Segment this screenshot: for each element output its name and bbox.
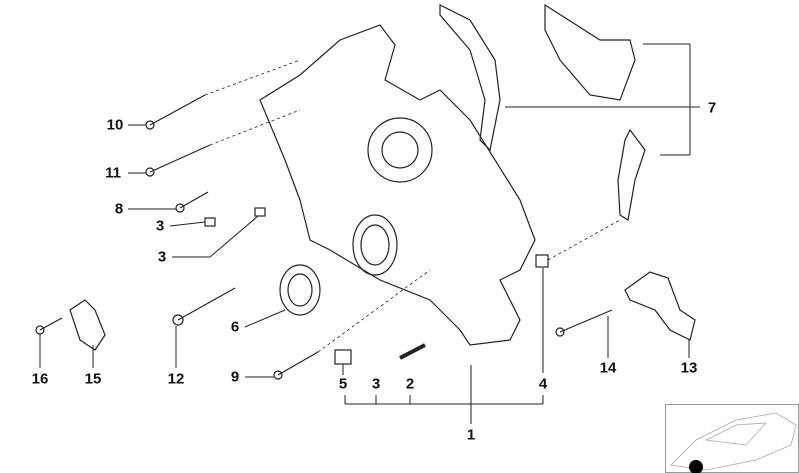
callout-5[interactable]: 5 — [338, 375, 348, 393]
seal-ring — [352, 214, 398, 276]
callout-14[interactable]: 14 — [599, 359, 617, 377]
callout-3[interactable]: 3 — [157, 248, 167, 266]
callout-1[interactable]: 1 — [466, 426, 476, 444]
gasket-side — [617, 128, 646, 221]
callout-2[interactable]: 2 — [405, 375, 415, 393]
sleeves — [204, 207, 549, 365]
timing-cover — [259, 24, 536, 346]
callout-10[interactable]: 10 — [106, 116, 124, 134]
callout-15[interactable]: 15 — [84, 370, 102, 388]
callout-3[interactable]: 3 — [155, 217, 165, 235]
bolts — [35, 94, 613, 380]
gasket-upper — [439, 4, 501, 152]
vehicle-locator-thumbnail — [665, 404, 799, 473]
water-pump-seat — [367, 117, 433, 183]
gasket-pump — [544, 3, 636, 101]
callout-11[interactable]: 11 — [105, 164, 121, 182]
car-outline-icon — [670, 412, 797, 473]
oil-seal — [279, 264, 321, 316]
callout-9[interactable]: 9 — [230, 368, 240, 386]
callout-16[interactable]: 16 — [31, 370, 49, 388]
bracket-15 — [69, 299, 106, 351]
bracket-13 — [624, 271, 696, 341]
callout-6[interactable]: 6 — [230, 318, 240, 336]
callout-12[interactable]: 12 — [167, 370, 185, 388]
callout-3[interactable]: 3 — [371, 375, 381, 393]
callout-8[interactable]: 8 — [114, 200, 124, 218]
callout-4[interactable]: 4 — [538, 375, 548, 393]
callout-7[interactable]: 7 — [707, 99, 717, 117]
callout-13[interactable]: 13 — [680, 359, 698, 377]
